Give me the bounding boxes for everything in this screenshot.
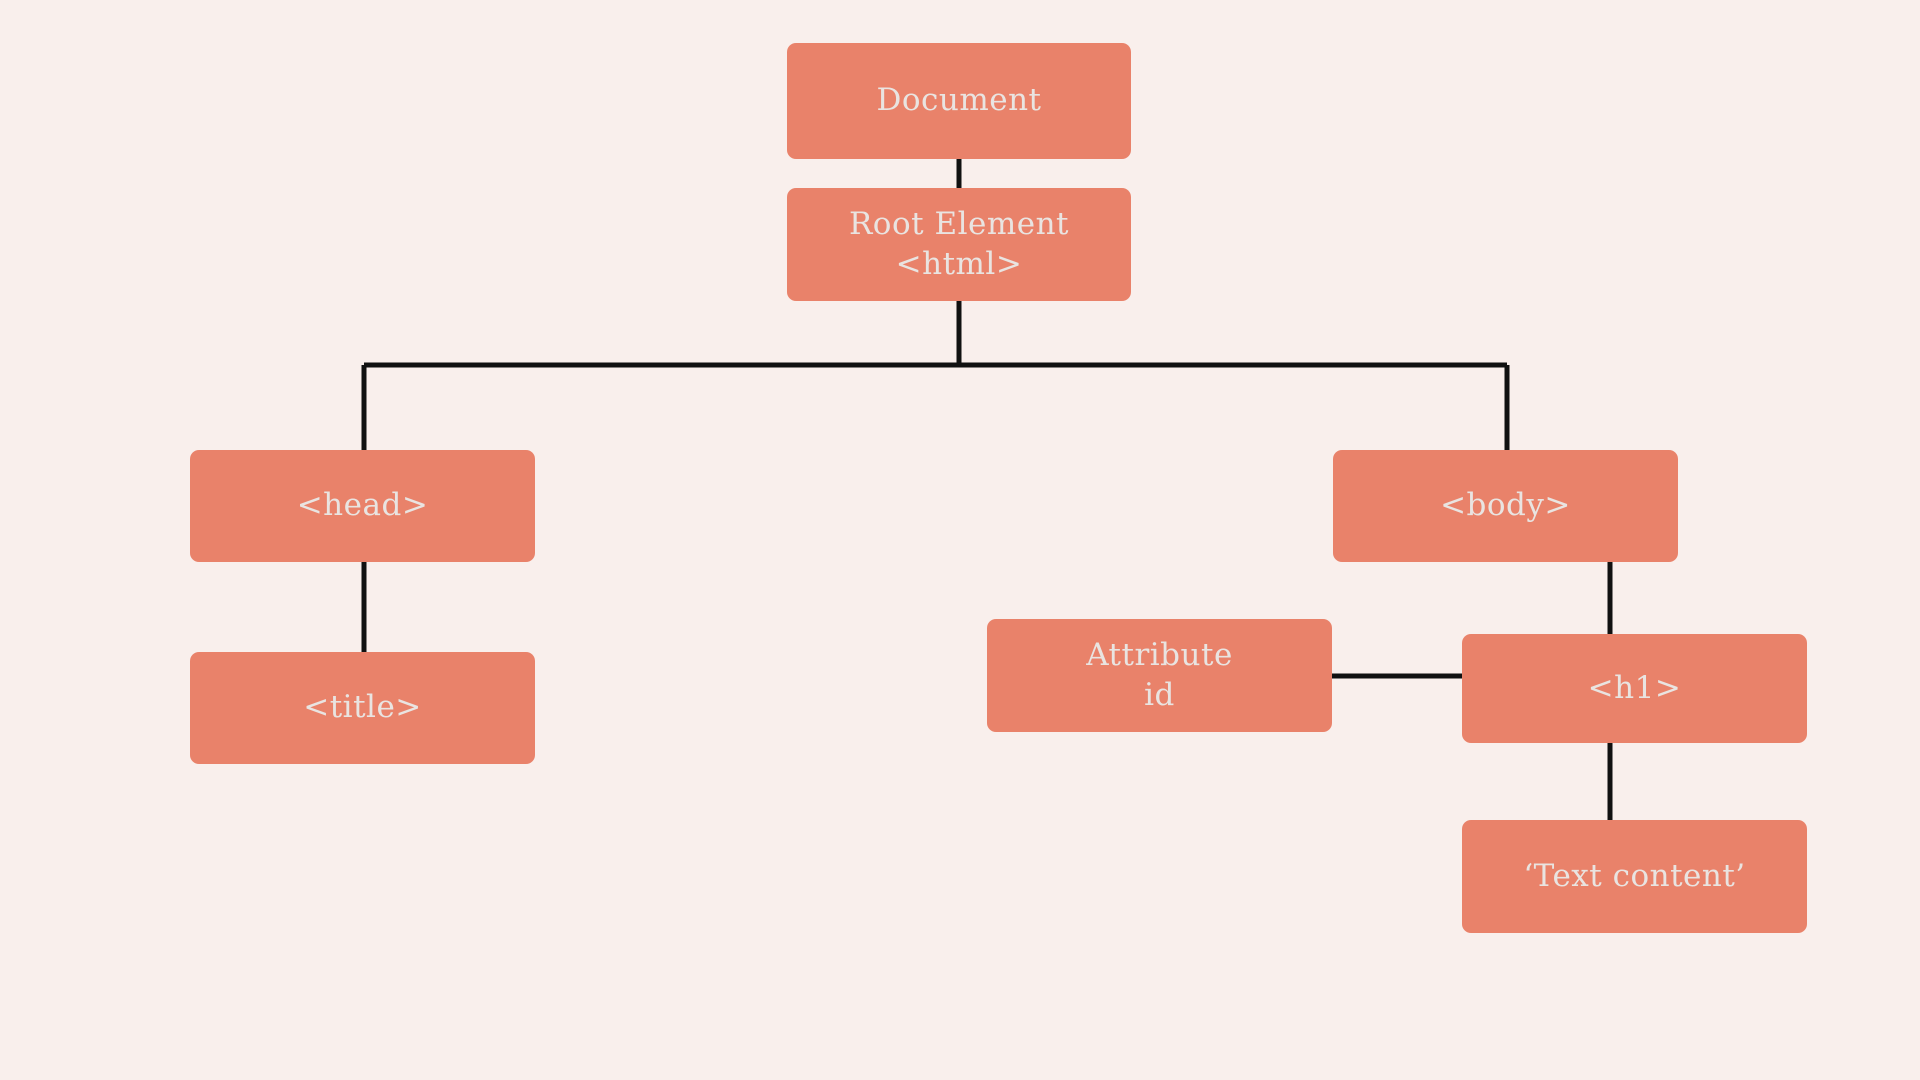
node-document-label: Document — [876, 82, 1042, 119]
node-body[interactable]: <body> — [1333, 450, 1678, 562]
node-attribute-id[interactable]: Attribute id — [987, 619, 1332, 732]
node-head-label: <head> — [296, 487, 429, 524]
node-attribute-label: Attribute id — [1086, 636, 1233, 713]
node-text-content-label: ‘Text content’ — [1523, 857, 1746, 894]
node-document[interactable]: Document — [787, 43, 1131, 159]
node-head[interactable]: <head> — [190, 450, 535, 562]
node-root-element-label: Root Element <html> — [848, 205, 1070, 282]
node-title-label: <title> — [303, 689, 422, 726]
node-root-element-html[interactable]: Root Element <html> — [787, 188, 1131, 301]
node-title[interactable]: <title> — [190, 652, 535, 764]
node-h1[interactable]: <h1> — [1462, 634, 1807, 743]
node-body-label: <body> — [1440, 487, 1571, 524]
node-text-content[interactable]: ‘Text content’ — [1462, 820, 1807, 933]
node-h1-label: <h1> — [1587, 669, 1682, 706]
